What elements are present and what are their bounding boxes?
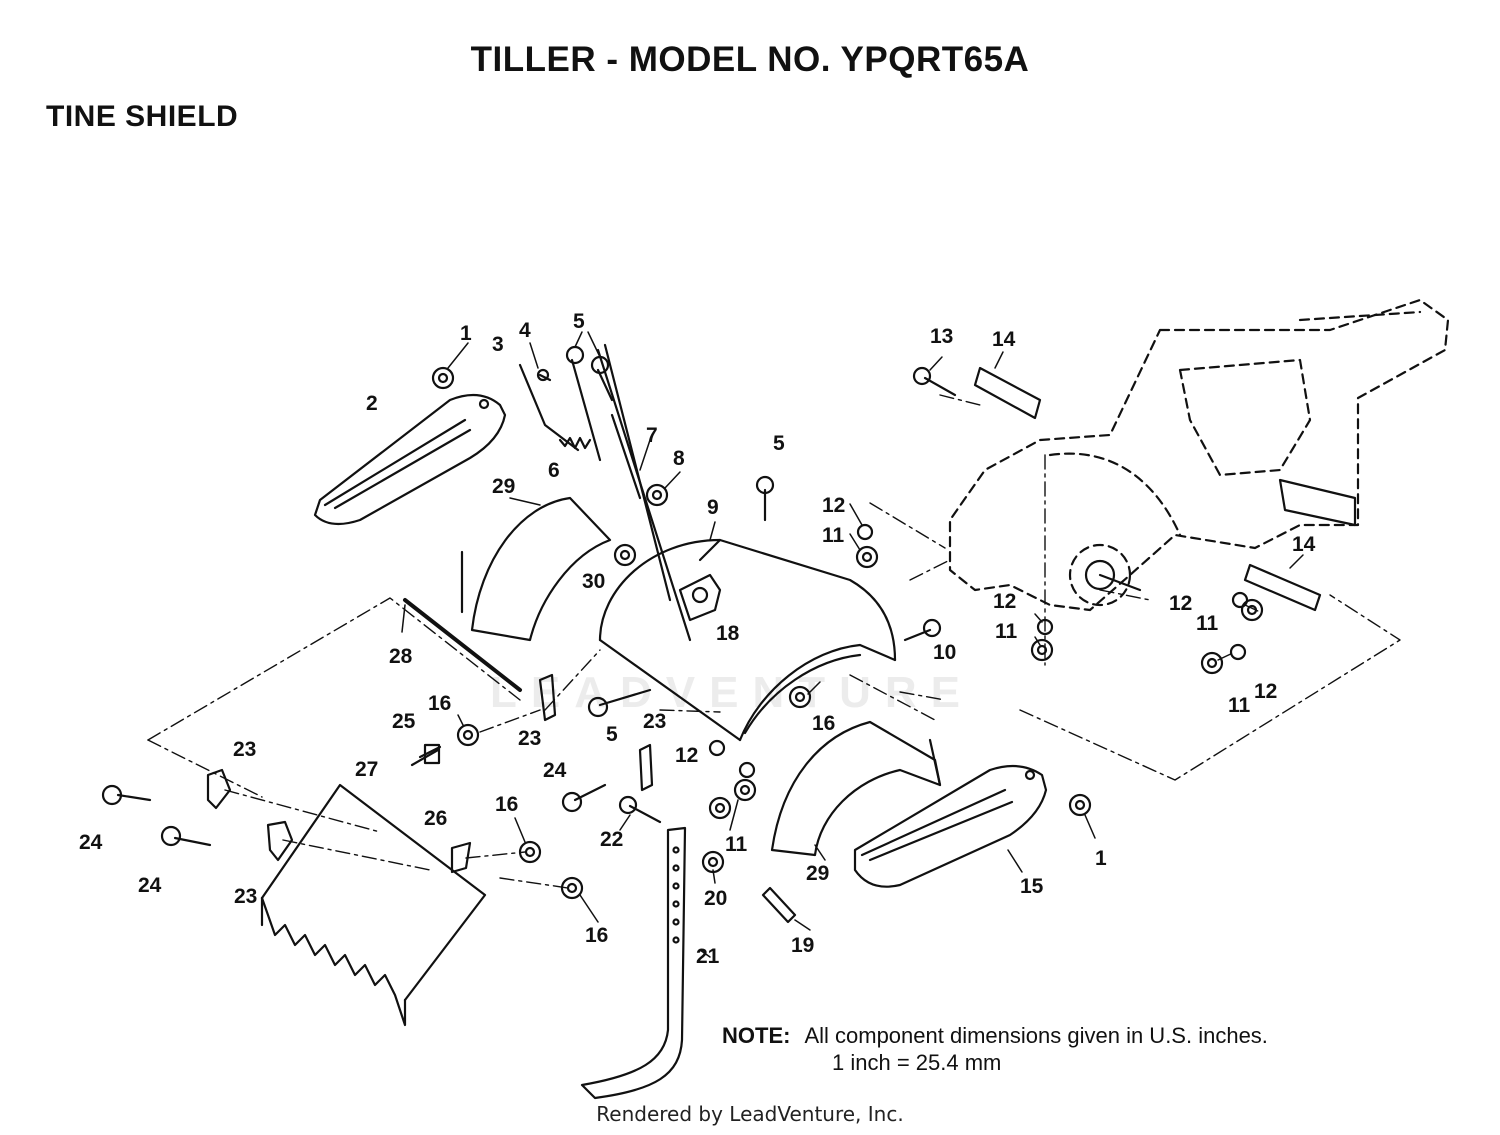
callout-12: 12 [1254,680,1277,703]
nuts-washers [431,366,1264,900]
callout-5: 5 [606,723,618,746]
linkage-rods [518,343,692,642]
note-label: NOTE: [722,1023,791,1048]
callout-7: 7 [646,424,658,447]
callout-5: 5 [773,432,785,455]
callout-16: 16 [812,712,835,735]
callout-24: 24 [543,759,567,782]
part-6-spring [558,436,592,450]
note: NOTE: All component dimensions given in U… [722,1022,1268,1050]
part-15-deflector [853,764,1048,888]
callout-1: 1 [460,322,472,345]
callout-12: 12 [993,590,1016,613]
render-credit: Rendered by LeadVenture, Inc. [596,1102,904,1126]
callout-2: 2 [366,392,378,415]
callout-11: 11 [1228,694,1251,717]
callout-8: 8 [673,447,685,470]
callout-14: 14 [1292,533,1316,556]
callout-4: 4 [519,319,531,342]
note-line-1: All component dimensions given in U.S. i… [804,1023,1268,1048]
callout-5: 5 [573,310,585,333]
callout-12: 12 [822,494,845,517]
callout-11: 11 [995,620,1018,643]
diagram-title: TILLER - MODEL NO. YPQRT65A [470,40,1030,79]
assembly-lines [147,394,1401,889]
callout-23: 23 [233,738,256,761]
part-25-pin [418,745,442,759]
callout-3: 3 [492,333,504,356]
callout-29: 29 [492,475,515,498]
callout-14: 14 [992,328,1016,351]
note-line-2: 1 inch = 25.4 mm [832,1050,1002,1075]
callout-11: 11 [725,833,748,856]
callout-1: 1 [1095,847,1107,870]
callout-20: 20 [704,887,727,910]
callout-16: 16 [585,924,608,947]
callout-24: 24 [79,831,103,854]
callout-23: 23 [643,710,666,733]
part-21-depth-stake [580,826,687,1100]
callout-30: 30 [582,570,605,593]
callout-16: 16 [428,692,451,715]
callout-27: 27 [355,758,378,781]
callout-6: 6 [548,459,560,482]
part-27-flap [260,783,487,1027]
part-18-bracket [678,573,722,622]
callouts: 1 4 5 3 2 6 7 8 5 29 9 12 11 30 18 10 13… [79,310,1316,968]
callout-26: 26 [424,807,447,830]
callout-24: 24 [138,874,162,897]
callout-22: 22 [600,828,623,851]
section-title: TINE SHIELD [46,100,239,133]
callout-11: 11 [1196,612,1219,635]
part-23-clips [206,673,654,862]
callout-10: 10 [933,641,956,664]
callout-28: 28 [389,645,413,668]
part-14-bracket-upper [973,366,1042,420]
part-19-pin [761,886,797,924]
part-26-clip [450,841,472,874]
callout-9: 9 [707,496,719,519]
part-28-rod [403,598,522,692]
callout-25: 25 [392,710,416,733]
callout-18: 18 [716,622,740,645]
bolts [101,345,957,847]
callout-23: 23 [234,885,257,908]
callout-16: 16 [495,793,518,816]
part-9-tine-shield [598,538,897,742]
callout-21: 21 [696,945,720,968]
callout-29: 29 [806,862,829,885]
part-2-deflector [313,393,507,526]
tiller-frame [948,298,1450,612]
callout-12: 12 [1169,592,1192,615]
callout-13: 13 [930,325,953,348]
callout-12: 12 [675,744,698,767]
leader-lines [401,331,1304,958]
part-29-side-shield-right [770,720,942,857]
callout-23: 23 [518,727,541,750]
callout-15: 15 [1020,875,1044,898]
callout-19: 19 [791,934,814,957]
callout-11: 11 [822,524,845,547]
part-29-side-shield-left [460,496,612,642]
part-14-bracket-lower [1243,563,1322,612]
